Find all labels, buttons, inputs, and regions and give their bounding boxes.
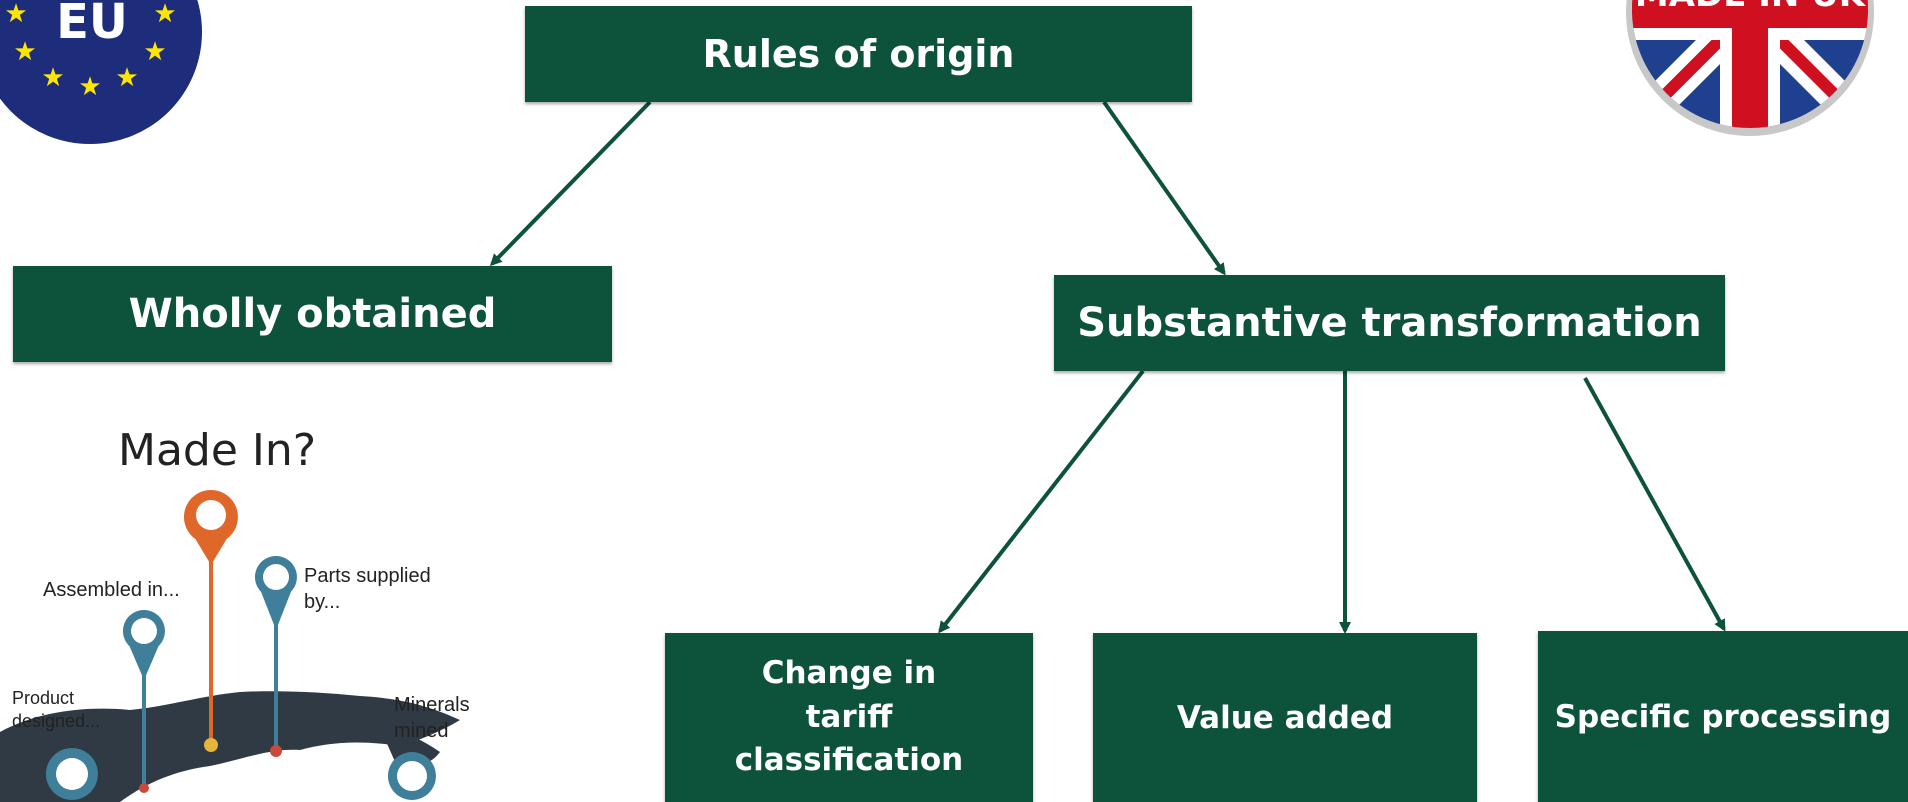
node-label: Wholly obtained: [128, 291, 497, 337]
world-map-icon: [0, 490, 460, 802]
eu-star-icon: ★: [153, 0, 176, 29]
label-assembled: Assembled in...: [43, 579, 180, 601]
arrow-root-to-substantive: [1102, 100, 1226, 276]
node-label: Value added: [1176, 699, 1394, 736]
node-label: Specific processing: [1554, 698, 1892, 735]
made-in-uk-badge-icon: MADE IN UK: [1626, 0, 1874, 136]
uk-badge-text: MADE IN UK: [1635, 0, 1867, 15]
label-parts: Parts supplied by...: [304, 565, 431, 613]
arrow-substantive-to-specific: [1583, 377, 1726, 632]
node-substantive-transformation: Substantive transformation: [1054, 275, 1725, 371]
illustration-title: Made In?: [118, 425, 317, 476]
eu-star-icon: ★: [4, 0, 27, 29]
node-label: Change in tariff classification: [734, 655, 964, 779]
eu-star-icon: ★: [143, 37, 166, 67]
label-designed: Product designed...: [12, 688, 101, 732]
node-wholly-obtained: Wholly obtained: [13, 266, 612, 362]
node-change-in-tariff-classification: Change in tariff classification: [665, 633, 1033, 802]
eu-star-icon: ★: [115, 63, 138, 93]
label-minerals: Minerals mined: [394, 694, 470, 742]
arrow-root-to-wholly: [489, 100, 652, 267]
eu-star-icon: ★: [78, 72, 101, 102]
node-label: Substantive transformation: [1077, 300, 1702, 346]
node-rules-of-origin: Rules of origin: [525, 6, 1192, 102]
node-specific-processing: Specific processing: [1538, 631, 1908, 802]
eu-badge-text: EU: [56, 0, 128, 50]
eu-star-icon: ★: [41, 63, 64, 93]
node-value-added: Value added: [1093, 633, 1477, 802]
eu-star-icon: ★: [13, 37, 36, 67]
arrow-substantive-to-tariff: [938, 369, 1145, 634]
eu-badge-icon: EU ★ ★ ★ ★ ★ ★ ★: [0, 0, 202, 144]
node-label: Rules of origin: [702, 32, 1015, 76]
